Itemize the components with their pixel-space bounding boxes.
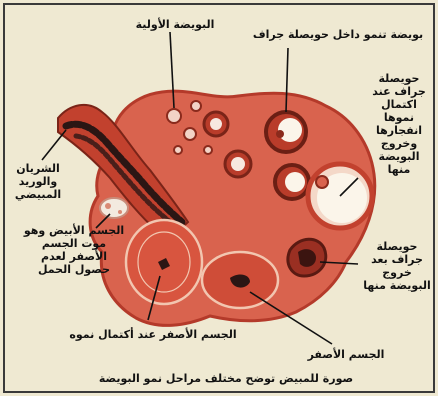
primary-follicle bbox=[191, 101, 201, 111]
figure-caption: صورة للمبيض توضح مختلف مراحل نمو البويضة bbox=[96, 372, 356, 385]
corpus-luteum-complete bbox=[126, 220, 202, 304]
corpus-albicans bbox=[100, 198, 128, 218]
growing-follicle bbox=[225, 151, 251, 177]
label-artery-vein: الشريان والوريد المبيضي bbox=[6, 162, 70, 201]
growing-follicle bbox=[266, 112, 306, 152]
label-corpus-luteum: الجسم الأصفر bbox=[298, 348, 394, 361]
growing-follicle bbox=[275, 165, 309, 199]
primary-follicle bbox=[184, 128, 196, 140]
corpus-luteum bbox=[202, 252, 278, 308]
primary-follicle bbox=[204, 146, 212, 154]
label-corpus-luteum-complete: الجسم الأصفر عند أكتمال نموه bbox=[60, 328, 246, 341]
label-primary-follicle: البويضة الأولية bbox=[110, 18, 240, 31]
label-graafian-before-rupture: حويصلة جراف عند اكتمال نموها انفجارها وخ… bbox=[366, 72, 432, 176]
label-graafian-after-release: حويصلة جراف بعد خروج البويضة منها bbox=[362, 240, 432, 292]
primary-follicle bbox=[167, 109, 181, 123]
ruptured-follicle bbox=[288, 239, 326, 276]
primary-follicle bbox=[174, 146, 182, 154]
label-corpus-albicans: الجسم الأبيض وهو موت الجسم الأصفر لعدم ح… bbox=[22, 224, 126, 276]
label-growing-in-graafian: بويضة تنمو داخل حويصلة جراف bbox=[248, 28, 428, 41]
growing-follicle bbox=[204, 112, 228, 136]
